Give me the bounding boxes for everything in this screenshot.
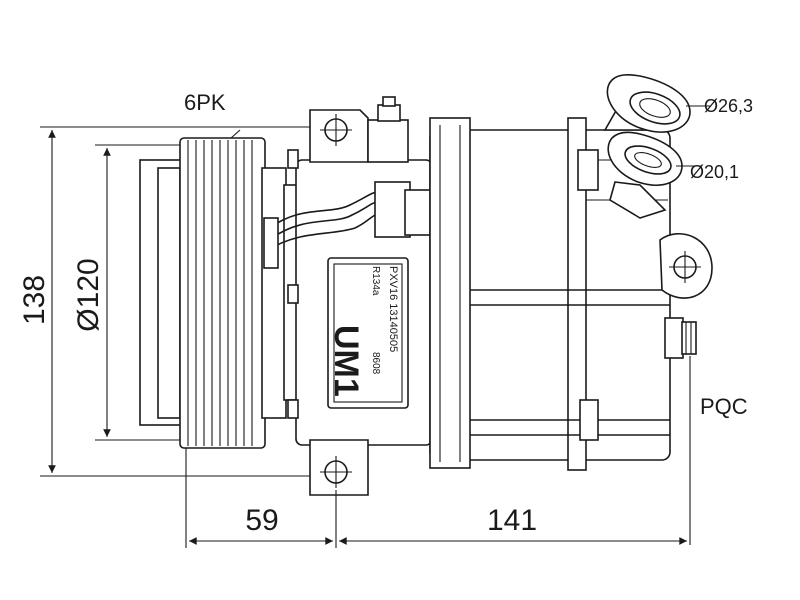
dimension-pulley-diameter-label: Ø120 [72,258,105,331]
nameplate: PXV16 13140505 R134a 8608 UM1 [327,257,409,409]
belt-label: 6PK [184,90,226,115]
main-body [429,117,671,471]
port-small-label: Ø20,1 [690,162,739,182]
belt-callout: 6PK [184,90,241,156]
nameplate-line3: 8608 [370,352,381,375]
nameplate-model: UM1 [327,325,365,397]
dimension-body-length-label: 141 [487,504,537,537]
nameplate-line2: R134a [370,266,381,296]
dimension-height: 138 [18,126,330,477]
dimension-pulley-diameter: Ø120 [72,144,180,441]
rear-mount [659,232,713,299]
wiring-harness [263,191,379,269]
port-large-label: Ø26,3 [704,96,753,116]
connector-label: PQC [700,394,748,419]
nameplate-line1: PXV16 13140505 [387,266,399,352]
dimension-height-label: 138 [18,275,51,325]
dimension-pulley-depth-label: 59 [245,504,278,537]
pulley [139,137,299,449]
dimension-horizontal: 59 141 [185,448,688,548]
pqc-fitting: PQC [664,317,748,545]
refrigerant-ports: Ø26,3 Ø20,1 [603,74,753,219]
